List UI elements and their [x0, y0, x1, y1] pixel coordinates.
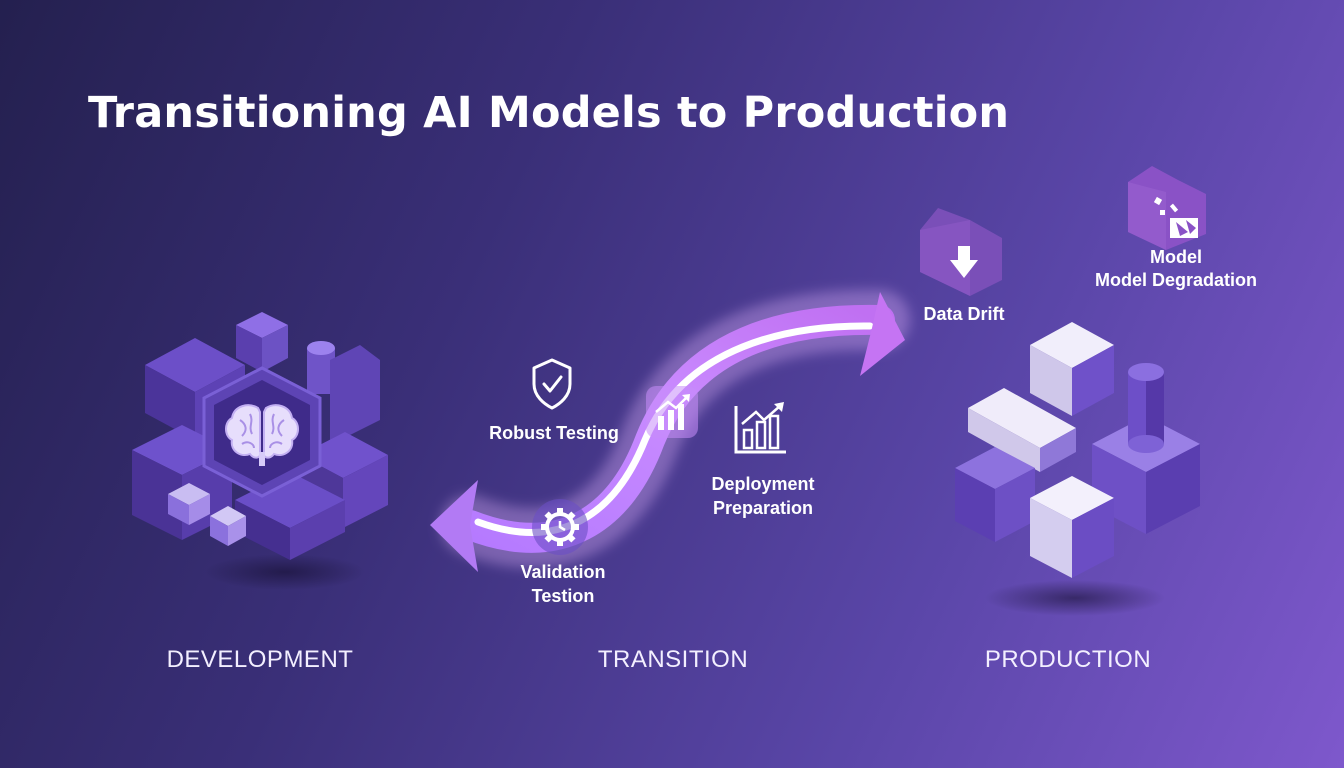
stage-label-production: PRODUCTION	[984, 646, 1152, 673]
brain-icon	[225, 404, 299, 466]
deployment-line-2: Preparation	[712, 498, 814, 518]
page-title: Transitioning AI Models to Production	[88, 88, 1010, 138]
validation-line-1: Validation	[520, 562, 606, 582]
model-degradation-label: Model Model Degradation	[1074, 246, 1278, 292]
data-drift-label: Data Drift	[900, 302, 1028, 326]
deployment-preparation-label: Deployment Preparation	[688, 472, 838, 520]
broken-block-icon	[1128, 166, 1206, 250]
production-cube-cluster	[955, 322, 1200, 616]
data-drift-text: Data Drift	[923, 304, 1005, 324]
validation-testing-label: Validation Testion	[493, 560, 633, 608]
stage-label-development: DEVELOPMENT	[166, 646, 354, 673]
robust-testing-label: Robust Testing	[474, 421, 634, 445]
shield-check-icon	[532, 358, 572, 410]
bar-chart-trend-icon	[734, 402, 786, 454]
degradation-line-2: Model Degradation	[1094, 270, 1257, 290]
degradation-line-1: Model	[1150, 247, 1202, 267]
deployment-line-1: Deployment	[711, 474, 815, 494]
validation-line-2: Testion	[531, 586, 595, 606]
trend-chart-icon-on-arrow	[646, 386, 698, 438]
down-arrow-icon	[920, 208, 1002, 296]
robust-testing-text: Robust Testing	[489, 423, 619, 443]
stage-label-transition: TRANSITION	[597, 646, 749, 673]
development-cube-cluster	[132, 312, 388, 590]
gear-icon	[532, 499, 588, 555]
